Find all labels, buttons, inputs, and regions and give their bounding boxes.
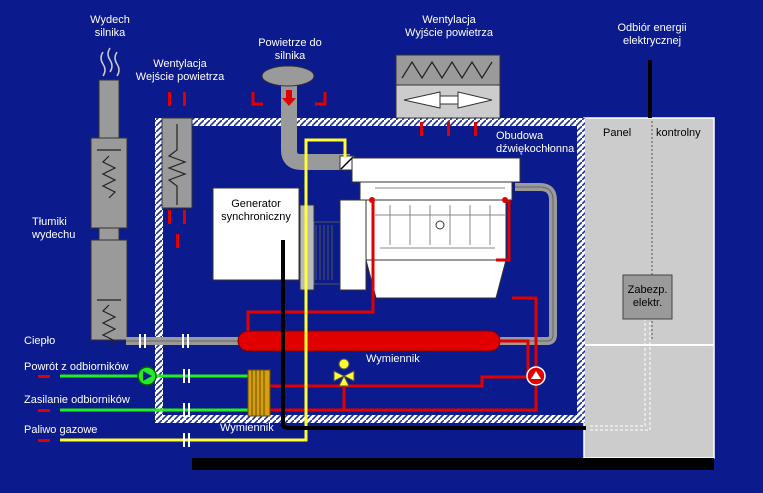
input-markers (38, 375, 50, 442)
power-cable (281, 240, 586, 430)
protection-label: Zabezp.elektr. (627, 284, 668, 309)
air-intake-cap (261, 65, 315, 87)
gas-label: Paliwo gazowe (24, 424, 98, 436)
supply-label: Zasilanie odbiorników (24, 394, 130, 406)
base-frame (192, 458, 714, 470)
protection-box (622, 274, 673, 320)
exhaust-heat-exchanger (237, 330, 501, 352)
ventilation-arrows (168, 90, 477, 248)
gas-line (60, 138, 347, 442)
enclosure-walls (155, 118, 585, 423)
vent-outlet-fan (395, 54, 501, 119)
control-panel-label-left: Panel (603, 127, 632, 139)
return-label: Powrót z odbiorników (24, 361, 129, 373)
hot-water-loop (246, 200, 538, 412)
exhaust-stack (90, 47, 128, 348)
exchanger-top-label: Wymiennik (366, 353, 420, 365)
three-way-valve (333, 358, 355, 387)
exchanger-bottom-label: Wymiennik (220, 422, 274, 434)
plate-heat-exchanger (247, 369, 271, 417)
air-intake-pipe (281, 85, 350, 170)
control-panel-label-right: kontrolny (656, 127, 701, 139)
heat-label: Ciepło (24, 335, 56, 347)
engine-block (339, 157, 521, 299)
pipe-flanges (139, 334, 190, 447)
